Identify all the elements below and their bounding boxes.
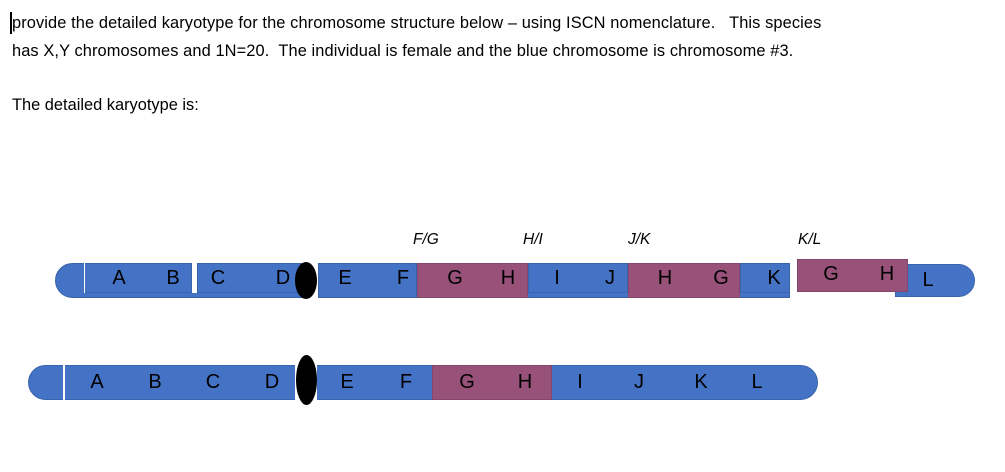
segment-letter: B <box>148 371 162 393</box>
segment-letter: B <box>166 267 180 289</box>
breakpoint-label: J/K <box>628 231 651 248</box>
breakpoint-label: F/G <box>413 231 439 248</box>
segment-gap <box>63 365 65 400</box>
segment-letter: F <box>399 371 413 393</box>
chromosome-segment <box>417 263 528 298</box>
segment-letter: I <box>554 267 560 289</box>
segment-letter: D <box>275 267 291 289</box>
segment-letter: H <box>657 267 673 289</box>
chromosome-segment <box>797 259 908 292</box>
segment-gap <box>83 263 85 293</box>
segment-gap <box>192 263 197 293</box>
segment-letter: G <box>447 267 463 289</box>
question-line-2: has X,Y chromosomes and 1N=20. The indiv… <box>12 42 794 60</box>
segment-letter: L <box>922 269 934 291</box>
segment-letter: G <box>713 267 729 289</box>
segment-letter: D <box>264 371 280 393</box>
segment-letter: G <box>823 263 839 285</box>
segment-letter: E <box>338 267 352 289</box>
segment-letter: H <box>879 263 895 285</box>
breakpoint-label: K/L <box>798 231 822 248</box>
chromosome-segment <box>740 263 790 293</box>
question-line-1: provide the detailed karyotype for the c… <box>12 14 822 32</box>
centromere <box>295 355 317 405</box>
chromosome-segment <box>528 263 628 293</box>
centromere <box>295 261 317 299</box>
segment-letter: I <box>577 371 583 393</box>
segment-letter: F <box>396 267 410 289</box>
breakpoint-label: H/I <box>523 231 543 248</box>
segment-letter: E <box>340 371 354 393</box>
segment-letter: K <box>694 371 708 393</box>
segment-letter: L <box>751 371 763 393</box>
segment-letter: A <box>90 371 104 393</box>
chromosome-segment <box>84 263 192 293</box>
question-text: provide the detailed karyotype for the c… <box>12 9 821 65</box>
segment-letter: J <box>634 371 644 393</box>
segment-letter: J <box>605 267 615 289</box>
chromosome-segment <box>432 365 552 400</box>
chromosome-bar <box>895 264 975 297</box>
segment-letter: H <box>517 371 533 393</box>
segment-letter: K <box>767 267 781 289</box>
chromosome-segment <box>197 263 303 293</box>
chromosome-segment <box>628 263 740 298</box>
text-cursor <box>10 12 12 34</box>
chromosome-bar <box>28 365 818 400</box>
segment-letter: A <box>112 267 126 289</box>
segment-letter: C <box>210 267 226 289</box>
segment-letter: G <box>459 371 475 393</box>
segment-letter: C <box>205 371 221 393</box>
chromosome-segment <box>318 263 417 298</box>
karyotype-prompt: The detailed karyotype is: <box>12 96 199 114</box>
segment-letter: H <box>500 267 516 289</box>
